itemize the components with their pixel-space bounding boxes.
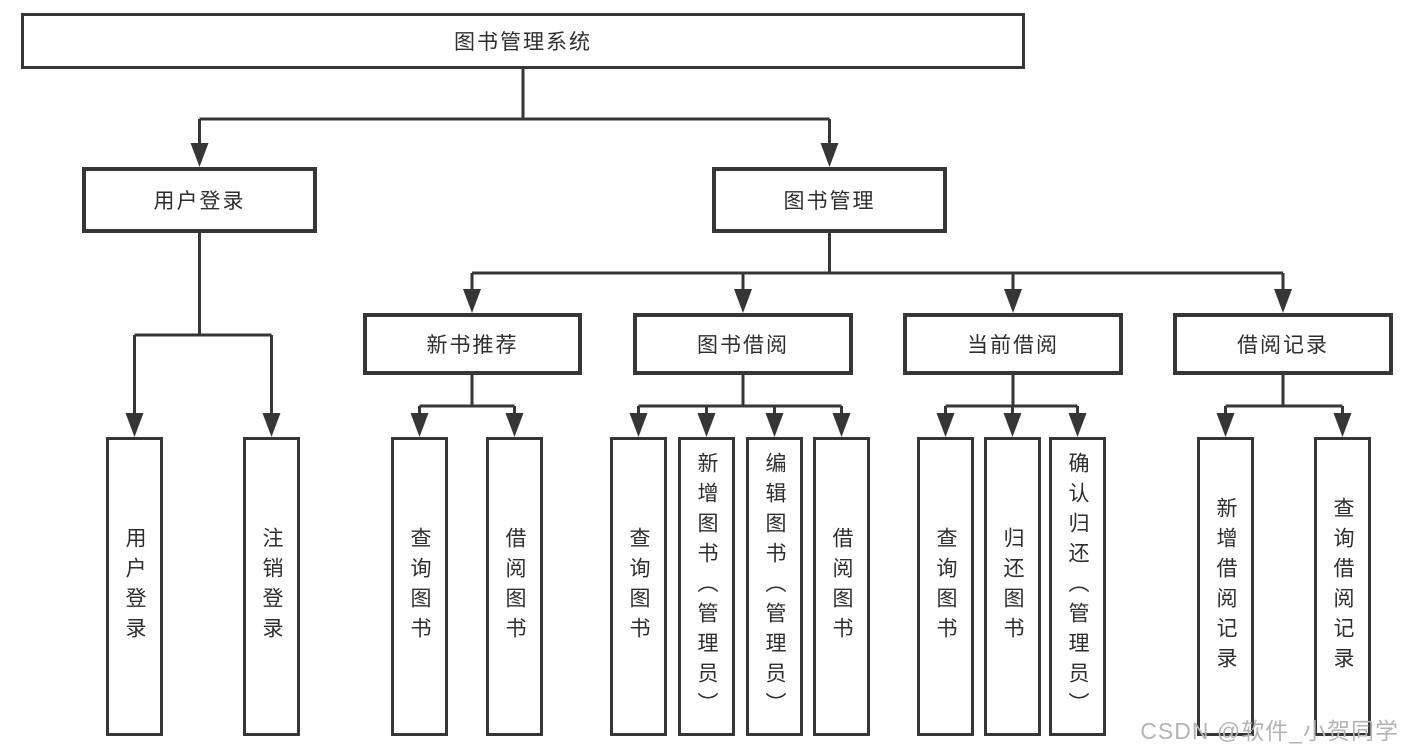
csdn-watermark: CSDN @软件_小贺同学 <box>1140 718 1399 744</box>
leaf-borrow-query: 查询图书 <box>610 437 667 736</box>
leaf-records-query: 查询借阅记录 <box>1314 437 1371 736</box>
leaf-current-confirm-admin: 确认归还（管理员） <box>1049 437 1106 736</box>
leaf-current-confirm-admin-label: 确认归还（管理员） <box>1066 451 1089 722</box>
node-borrow-records: 借阅记录 <box>1173 313 1393 375</box>
leaf-current-query-label: 查询图书 <box>934 526 957 647</box>
leaf-logout-label: 注销登录 <box>260 526 283 647</box>
leaf-borrow-borrow-label: 借阅图书 <box>830 526 853 647</box>
leaf-newbooks-borrow-label: 借阅图书 <box>503 526 526 647</box>
leaf-newbooks-borrow: 借阅图书 <box>486 437 543 736</box>
leaf-borrow-query-label: 查询图书 <box>627 526 650 647</box>
leaf-borrow-add-admin-label: 新增图书（管理员） <box>695 451 718 722</box>
leaf-records-query-label: 查询借阅记录 <box>1331 496 1354 677</box>
node-new-books: 新书推荐 <box>363 313 582 375</box>
leaf-borrow-edit-admin: 编辑图书（管理员） <box>746 437 803 736</box>
node-book-management: 图书管理 <box>712 167 947 233</box>
leaf-current-return: 归还图书 <box>984 437 1041 736</box>
leaf-current-query: 查询图书 <box>917 437 974 736</box>
leaf-current-return-label: 归还图书 <box>1001 526 1024 647</box>
leaf-borrow-edit-admin-label: 编辑图书（管理员） <box>763 451 786 722</box>
node-user-login: 用户登录 <box>82 167 317 233</box>
leaf-user-login-label: 用户登录 <box>123 526 146 647</box>
leaf-records-add: 新增借阅记录 <box>1197 437 1254 736</box>
leaf-records-add-label: 新增借阅记录 <box>1214 496 1237 677</box>
leaf-borrow-borrow: 借阅图书 <box>813 437 870 736</box>
leaf-logout: 注销登录 <box>243 437 300 736</box>
leaf-newbooks-query-label: 查询图书 <box>408 526 431 647</box>
leaf-borrow-add-admin: 新增图书（管理员） <box>678 437 735 736</box>
leaf-newbooks-query: 查询图书 <box>391 437 448 736</box>
node-book-borrow: 图书借阅 <box>633 313 853 375</box>
node-root-library-system: 图书管理系统 <box>21 13 1025 69</box>
leaf-user-login: 用户登录 <box>106 437 163 736</box>
node-current-borrow: 当前借阅 <box>903 313 1123 375</box>
